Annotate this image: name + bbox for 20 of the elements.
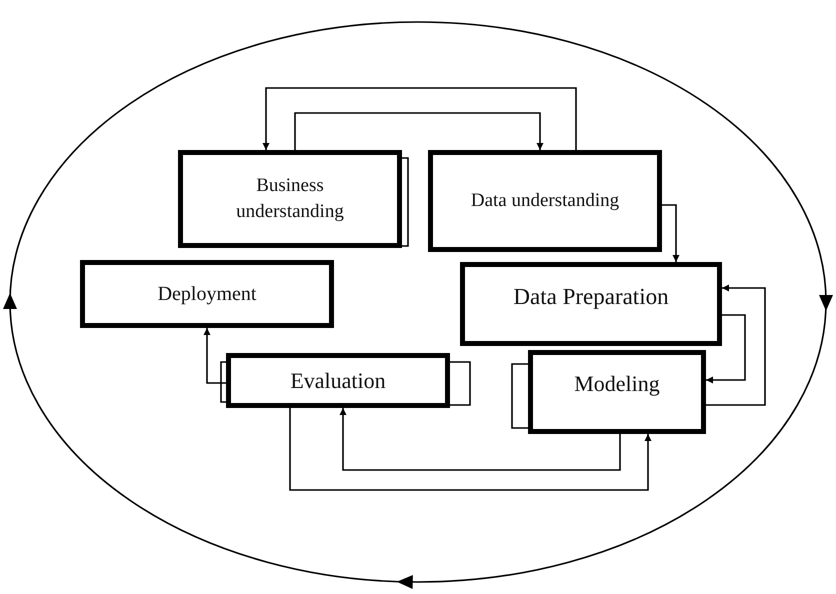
- box-label: Modeling: [574, 370, 660, 398]
- arrow: [706, 284, 766, 406]
- process-box: [460, 262, 722, 346]
- arrow: [662, 204, 680, 262]
- box-label: Data understanding: [470, 189, 620, 214]
- arrow: [340, 408, 621, 471]
- arrow: [706, 314, 746, 384]
- arrow: [289, 408, 652, 491]
- arrow: [204, 328, 226, 384]
- process-box: [80, 260, 334, 328]
- arrow: [294, 112, 544, 150]
- arrow: [262, 87, 577, 150]
- process-box: [528, 350, 706, 434]
- process-box: [178, 150, 402, 248]
- box-label: Deployment: [158, 282, 256, 306]
- box-label: Business understanding: [235, 174, 345, 224]
- box-label: Evaluation: [290, 366, 386, 395]
- process-box: [226, 353, 450, 408]
- process-box: [428, 150, 662, 252]
- box-label: Data Preparation: [513, 283, 669, 311]
